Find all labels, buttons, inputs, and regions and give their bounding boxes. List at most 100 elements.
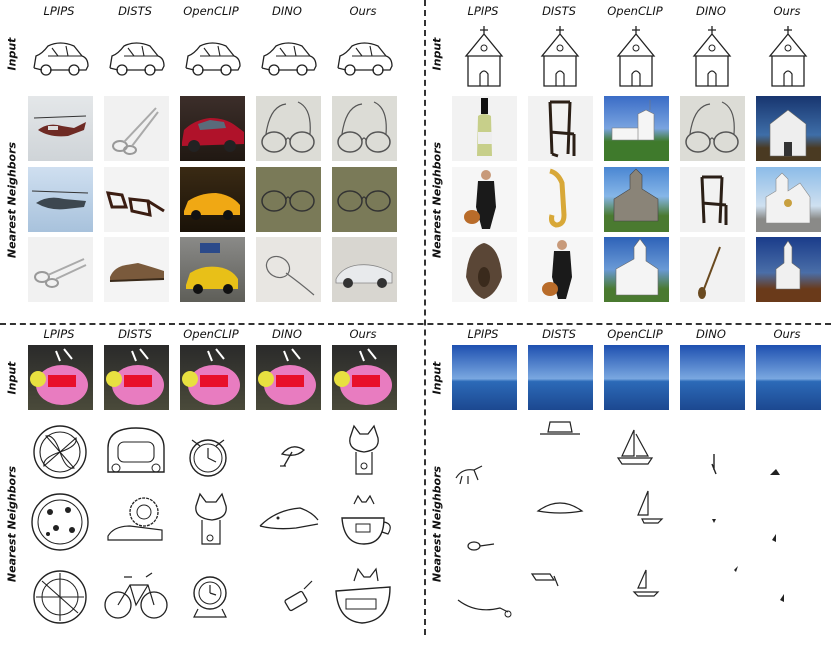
header-ours: Ours: [349, 327, 377, 341]
sea-photo: [680, 345, 745, 410]
row-label-neighbors: Nearest Neighbors: [5, 465, 19, 583]
chair-photo: [680, 167, 745, 232]
eyeglasses-photo: [104, 167, 169, 232]
yellow-car-photo: [180, 237, 245, 302]
horizontal-divider: [0, 323, 831, 325]
header-dists: DISTS: [542, 4, 576, 18]
alarm-clock-photo: [28, 345, 93, 410]
teacup-sketch: [332, 490, 397, 555]
header-lpips: LPIPS: [43, 4, 75, 18]
alarm-clock-sketch: [180, 563, 245, 628]
church-sketch-image: [756, 24, 821, 89]
car-sketch-image: [180, 24, 245, 89]
header-lpips: LPIPS: [43, 327, 75, 341]
church-photo: [756, 167, 821, 232]
church-photo: [756, 237, 821, 302]
alarm-clock-photo: [104, 345, 169, 410]
church-photo: [604, 237, 669, 302]
man-with-guitar-photo: [528, 237, 593, 302]
row-label-neighbors: Nearest Neighbors: [430, 465, 444, 583]
alarm-clock-photo: [180, 345, 245, 410]
chair-photo: [528, 96, 593, 161]
phone-sketch: [256, 563, 321, 628]
header-lpips: LPIPS: [467, 4, 499, 18]
eyeglasses-photo: [680, 96, 745, 161]
sea-photo: [604, 345, 669, 410]
church-sketch-image: [452, 24, 517, 89]
header-dino: DINO: [272, 4, 302, 18]
silver-car-photo: [332, 237, 397, 302]
header-ours: Ours: [773, 4, 801, 18]
mushroom-sketch: [256, 420, 321, 485]
sketch-mark: [756, 520, 821, 585]
cat-sketch: [180, 490, 245, 555]
alarm-clock-sketch: [104, 420, 169, 485]
fan-sketch: [28, 420, 93, 485]
cat-sketch: [332, 420, 397, 485]
eyeglasses-dark-photo: [332, 167, 397, 232]
sketch-mark: [756, 580, 821, 645]
sword-sketch: [452, 580, 517, 645]
pizza-sketch: [28, 490, 93, 555]
bottle-photo: [452, 96, 517, 161]
hat-sketch: [528, 485, 593, 550]
eyeglasses-photo: [332, 96, 397, 161]
helicopter-photo: [28, 96, 93, 161]
sketch-mark: [680, 560, 745, 625]
car-sketch-image: [104, 24, 169, 89]
header-openclip: OpenCLIP: [183, 327, 239, 341]
alarm-clock-photo: [332, 345, 397, 410]
hat-sketch: [528, 410, 593, 475]
sailboat-sketch: [604, 560, 669, 625]
spoon-sketch: [452, 520, 517, 585]
eyeglasses-photo: [256, 237, 321, 302]
sailboat-sketch: [604, 485, 669, 550]
row-label-input: Input: [430, 37, 444, 71]
sea-photo: [452, 345, 517, 410]
fan-sketch: [28, 563, 93, 628]
car-sketch-image: [28, 24, 93, 89]
car-sketch-image: [256, 24, 321, 89]
bicycle-sketch: [104, 563, 169, 628]
row-label-input: Input: [5, 361, 19, 395]
sketch-mark: [756, 445, 821, 510]
header-openclip: OpenCLIP: [607, 327, 663, 341]
header-dists: DISTS: [118, 4, 152, 18]
teacup-sketch: [332, 563, 397, 628]
scissors-photo: [104, 96, 169, 161]
sketch-mark: [680, 440, 745, 505]
saxophone-photo: [528, 167, 593, 232]
man-with-guitar-photo: [452, 167, 517, 232]
shoe-photo: [104, 237, 169, 302]
red-car-photo: [180, 96, 245, 161]
sailboat-sketch: [604, 420, 669, 485]
church-photo: [604, 96, 669, 161]
header-dino: DINO: [272, 327, 302, 341]
bat-photo: [452, 237, 517, 302]
church-photo: [756, 96, 821, 161]
header-ours: Ours: [773, 327, 801, 341]
header-dists: DISTS: [542, 327, 576, 341]
church-sketch-image: [528, 24, 593, 89]
yellow-car-photo: [180, 167, 245, 232]
lion-sketch: [104, 490, 169, 555]
eyeglasses-dark-photo: [256, 167, 321, 232]
sea-photo: [756, 345, 821, 410]
sea-photo: [528, 345, 593, 410]
church-sketch-image: [680, 24, 745, 89]
spoon-photo: [680, 237, 745, 302]
mouse-sketch: [452, 440, 517, 505]
row-label-input: Input: [5, 37, 19, 71]
alarm-clock-sketch: [180, 420, 245, 485]
header-dists: DISTS: [118, 327, 152, 341]
church-sketch-image: [604, 24, 669, 89]
car-sketch-image: [332, 24, 397, 89]
header-ours: Ours: [349, 4, 377, 18]
row-label-neighbors: Nearest Neighbors: [430, 141, 444, 259]
header-openclip: OpenCLIP: [607, 4, 663, 18]
header-dino: DINO: [696, 327, 726, 341]
row-label-input: Input: [430, 361, 444, 395]
header-openclip: OpenCLIP: [183, 4, 239, 18]
header-dino: DINO: [696, 4, 726, 18]
hat-sketch: [528, 560, 593, 625]
